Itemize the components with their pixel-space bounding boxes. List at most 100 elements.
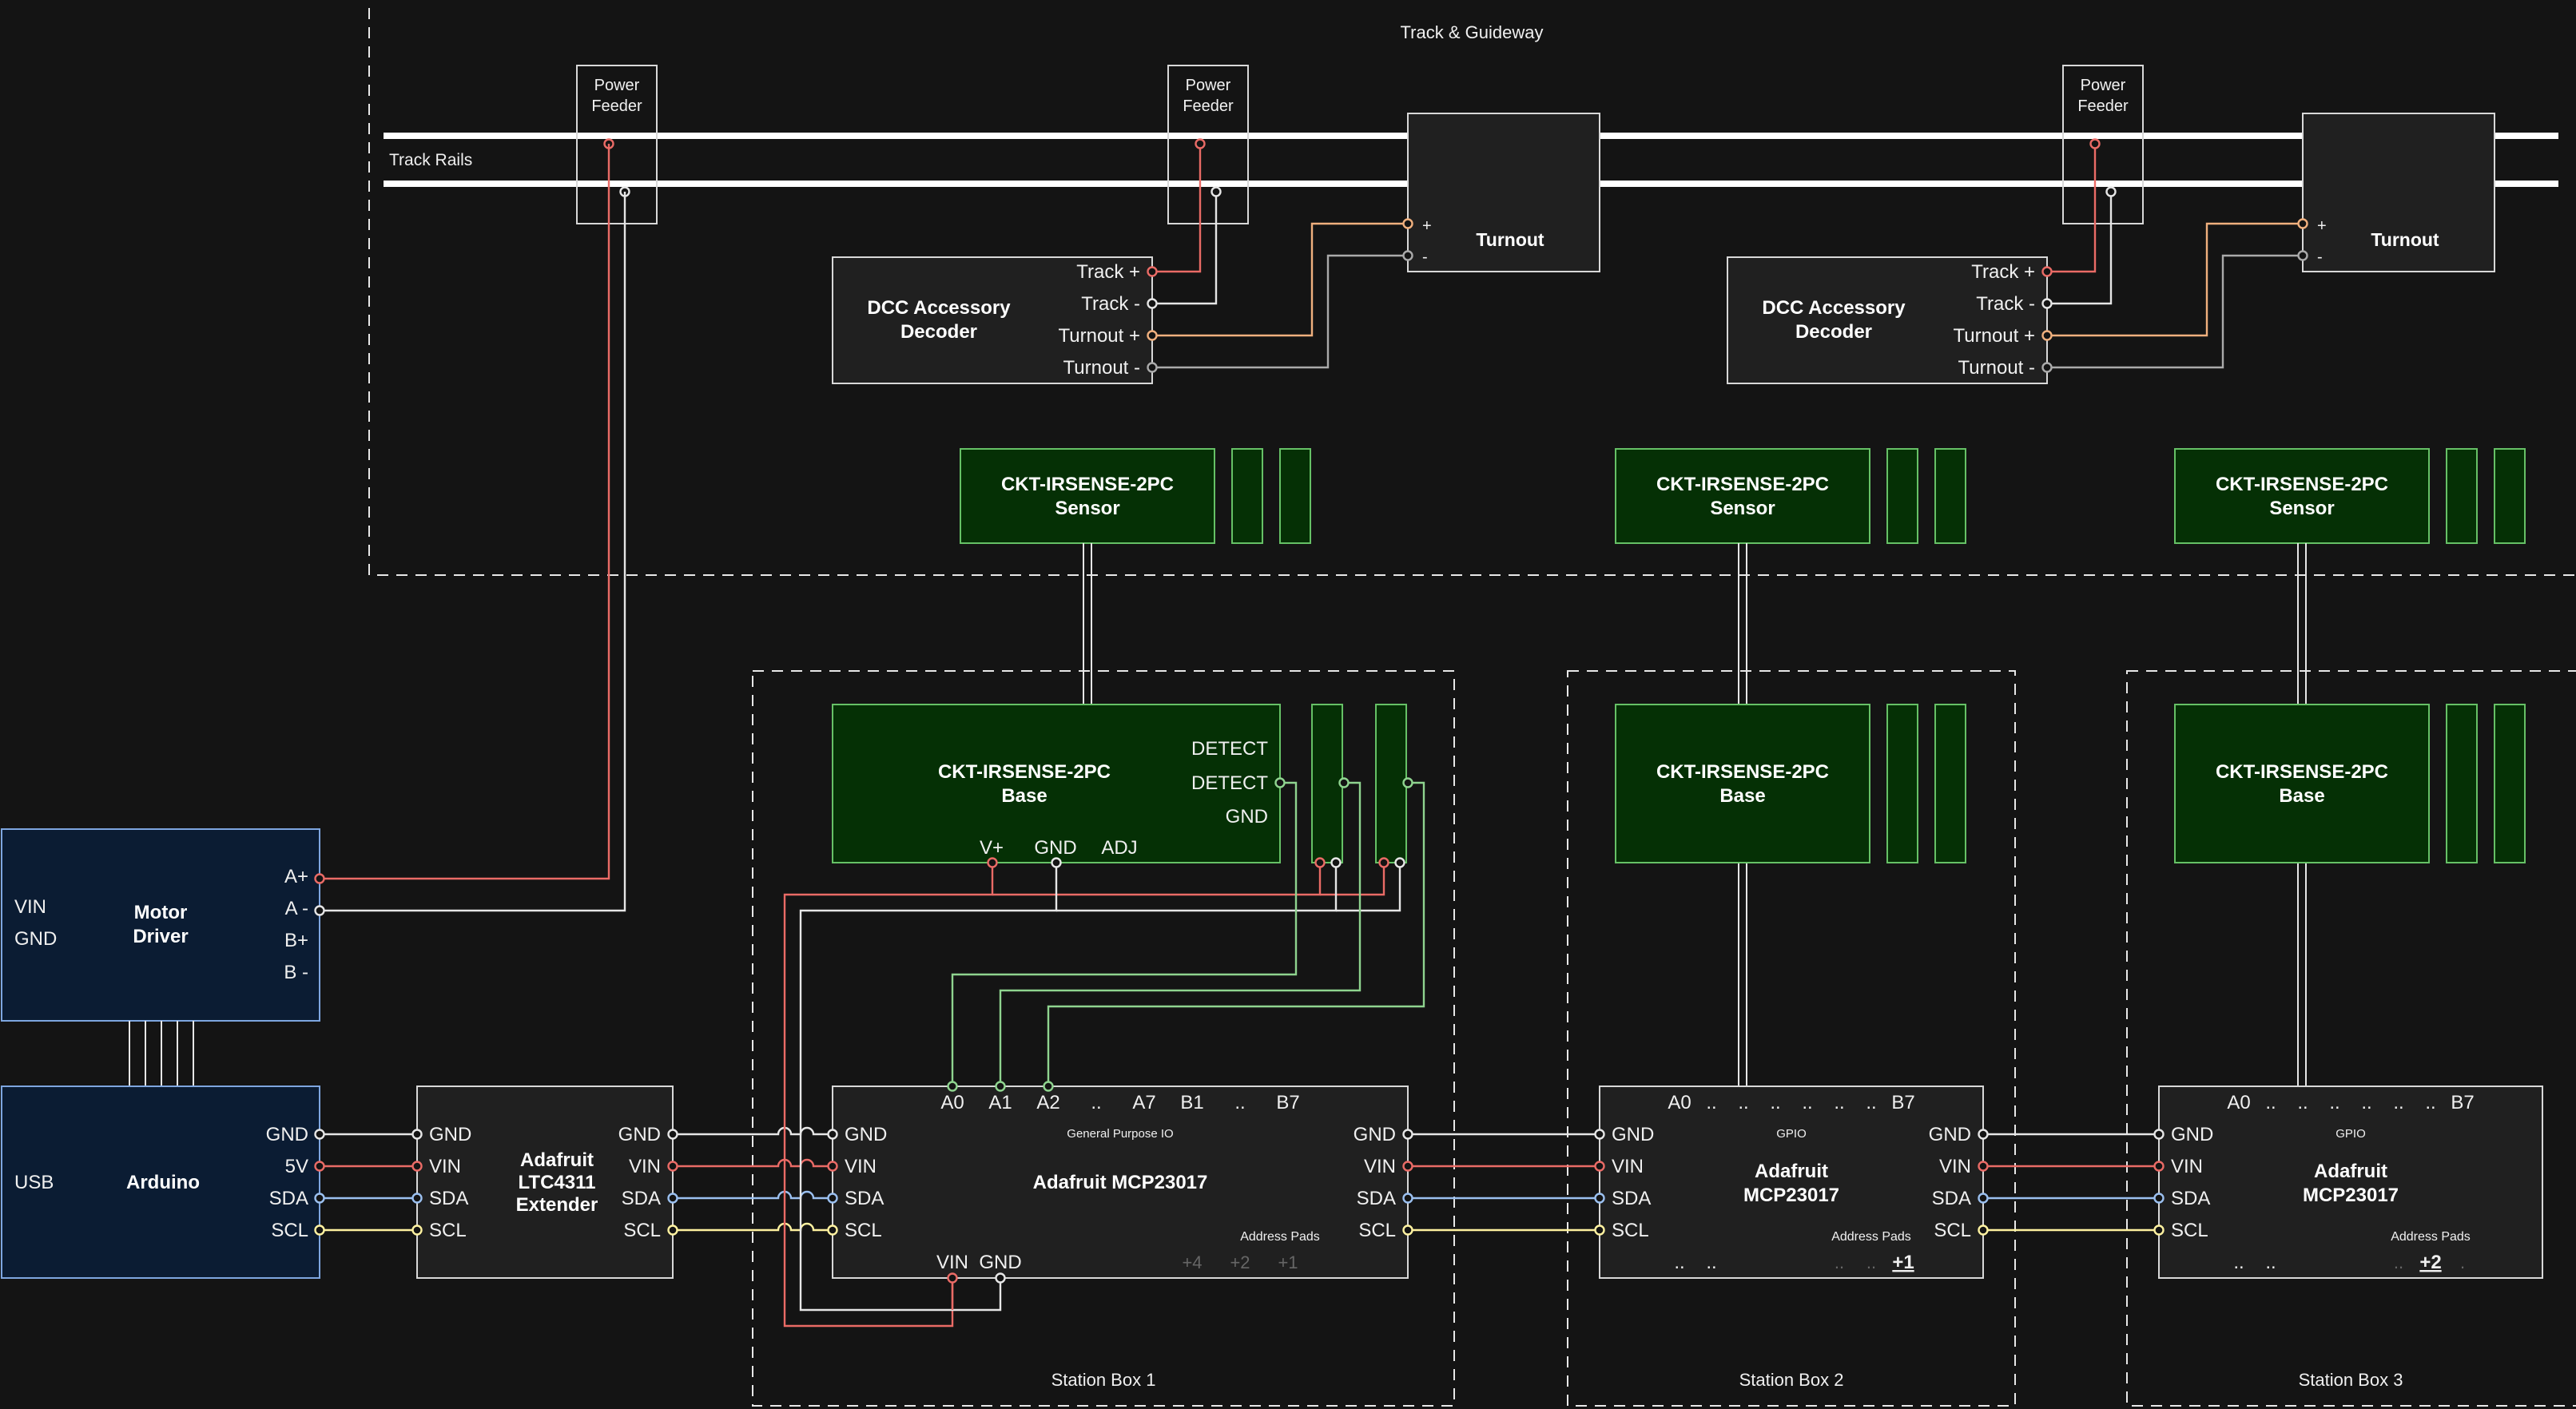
svg-text:Driver: Driver: [133, 926, 188, 947]
station-box-3-label: Station Box 3: [2299, 1370, 2403, 1390]
svg-text:VIN: VIN: [936, 1252, 968, 1273]
station-1-sensor-wires: [783, 781, 1425, 1328]
svg-text:Address Pads: Address Pads: [1831, 1230, 1911, 1244]
bus-pin: [314, 1161, 325, 1172]
svg-text:GND: GND: [14, 928, 57, 950]
svg-text:General Purpose IO: General Purpose IO: [1067, 1127, 1173, 1141]
base-detect-pin-3: [1402, 777, 1413, 788]
bus-pin: [2153, 1161, 2165, 1172]
svg-text:VIN: VIN: [845, 1156, 877, 1177]
svg-text:SCL: SCL: [1612, 1220, 1649, 1241]
svg-text:Power: Power: [594, 77, 640, 94]
bus-pin: [667, 1224, 678, 1236]
mcp-vin-pin: [947, 1272, 958, 1284]
svg-text:CKT-IRSENSE-2PC: CKT-IRSENSE-2PC: [2216, 761, 2388, 783]
svg-text:Turnout: Turnout: [1476, 229, 1544, 250]
i2c-bus-wires: [320, 1126, 2159, 1232]
motor-arduino-cable: [129, 1021, 194, 1086]
bus-pin: [411, 1161, 423, 1172]
bus-pin: [411, 1129, 423, 1140]
station-box-2-label: Station Box 2: [1739, 1370, 1844, 1390]
svg-text:LTC4311: LTC4311: [519, 1172, 596, 1193]
bus-pin: [1402, 1224, 1413, 1236]
bus-pin: [314, 1129, 325, 1140]
svg-text:..: ..: [1834, 1092, 1844, 1113]
svg-text:..: ..: [2393, 1092, 2403, 1113]
power-feeder-3: Power Feeder: [2062, 65, 2144, 224]
svg-text:Base: Base: [1719, 785, 1765, 807]
svg-text:SDA: SDA: [1932, 1188, 1971, 1209]
svg-text:Adafruit: Adafruit: [1755, 1161, 1828, 1182]
svg-text:A+: A+: [284, 866, 308, 887]
svg-text:V+: V+: [980, 837, 1004, 859]
bus-pin: [1978, 1193, 1989, 1204]
dcc-accessory-decoder-2: DCC Accessory Decoder Track + Track - Tu…: [1727, 256, 2048, 384]
pin-markers: [314, 777, 2165, 1284]
bus-pin: [827, 1161, 838, 1172]
svg-text:+2: +2: [1230, 1252, 1250, 1272]
svg-text:SDA: SDA: [1612, 1188, 1651, 1209]
svg-text:VIN: VIN: [629, 1156, 661, 1177]
svg-text:.: .: [2460, 1252, 2465, 1272]
svg-text:Address Pads: Address Pads: [2391, 1230, 2471, 1244]
svg-text:CKT-IRSENSE-2PC: CKT-IRSENSE-2PC: [2216, 474, 2388, 495]
base-gnd-pin: [1051, 857, 1062, 868]
svg-text:B -: B -: [284, 962, 308, 983]
svg-text:Motor: Motor: [134, 902, 188, 923]
svg-text:..: ..: [1234, 1092, 1245, 1113]
track-feeder-wires: [1152, 144, 2303, 369]
svg-text:B7: B7: [1276, 1092, 1299, 1113]
svg-text:..: ..: [2361, 1092, 2371, 1113]
station-box-1-zone: [752, 670, 1455, 1407]
base-detect-pin-2: [1338, 777, 1350, 788]
svg-text:MCP23017: MCP23017: [2303, 1185, 2399, 1206]
base3-gnd-pin: [1394, 857, 1405, 868]
svg-text:Decoder: Decoder: [1795, 321, 1872, 343]
power-feeder-1: Power Feeder: [576, 65, 658, 224]
svg-text:..: ..: [2265, 1092, 2276, 1113]
bus-pin: [411, 1224, 423, 1236]
track-guideway-title: Track & Guideway: [1401, 22, 1544, 42]
svg-text:Extender: Extender: [516, 1194, 598, 1216]
svg-text:+: +: [2317, 217, 2327, 235]
mcp-a2-pin: [1043, 1081, 1054, 1092]
svg-text:..: ..: [1866, 1252, 1876, 1272]
svg-text:-: -: [1422, 248, 1428, 266]
svg-text:Turnout -: Turnout -: [1958, 357, 2035, 379]
svg-text:+2: +2: [2419, 1252, 2441, 1273]
bus-pin: [411, 1193, 423, 1204]
svg-text:Sensor: Sensor: [2269, 498, 2334, 519]
ir-sensor-3: CKT-IRSENSE-2PC Sensor: [2174, 448, 2526, 544]
svg-text:GPIO: GPIO: [2335, 1127, 2366, 1141]
svg-text:GPIO: GPIO: [1776, 1127, 1807, 1141]
svg-text:Adafruit: Adafruit: [520, 1149, 594, 1171]
svg-text:..: ..: [1802, 1092, 1812, 1113]
svg-text:Adafruit: Adafruit: [2314, 1161, 2387, 1182]
svg-text:Adafruit MCP23017: Adafruit MCP23017: [1033, 1172, 1208, 1193]
bus-pin: [2153, 1193, 2165, 1204]
svg-text:SDA: SDA: [1357, 1188, 1396, 1209]
svg-text:CKT-IRSENSE-2PC: CKT-IRSENSE-2PC: [1001, 474, 1174, 495]
turnout-1: Turnout + -: [1407, 113, 1600, 272]
svg-text:A0: A0: [2227, 1092, 2250, 1113]
motor-feeder-wires: [320, 144, 626, 912]
ir-base-1: CKT-IRSENSE-2PC Base DETECT DETECT GND V…: [832, 704, 1407, 863]
svg-text:CKT-IRSENSE-2PC: CKT-IRSENSE-2PC: [938, 761, 1111, 783]
svg-text:GND: GND: [429, 1124, 471, 1145]
svg-text:A -: A -: [285, 898, 308, 919]
svg-text:Feeder: Feeder: [2077, 97, 2129, 115]
station-box-2-zone: [1567, 670, 2016, 1407]
svg-text:DETECT: DETECT: [1191, 772, 1268, 794]
svg-text:SCL: SCL: [2171, 1220, 2208, 1241]
turnout-2: Turnout + -: [2302, 113, 2495, 272]
svg-text:USB: USB: [14, 1172, 54, 1193]
base2-gnd-pin: [1330, 857, 1342, 868]
base-vplus-pin: [987, 857, 998, 868]
svg-text:..: ..: [2425, 1092, 2435, 1113]
feeder-pins: [603, 138, 2308, 373]
svg-text:Power: Power: [2081, 77, 2126, 94]
motor-a-minus-pin: [314, 905, 325, 916]
base2-vplus-pin: [1314, 857, 1326, 868]
svg-text:Turnout +: Turnout +: [1058, 325, 1140, 347]
station-box-3-zone: [2126, 670, 2576, 1407]
